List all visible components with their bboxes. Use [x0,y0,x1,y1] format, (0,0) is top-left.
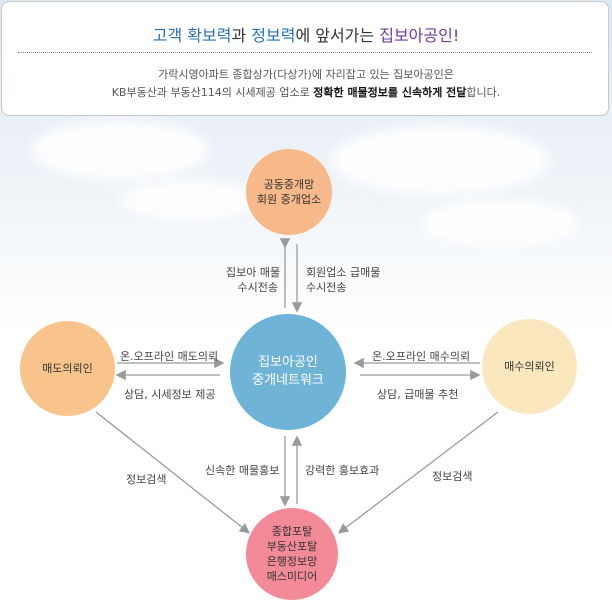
edge-label-left-bottom: 정보검색 [126,473,167,486]
node-seller: 매도의뢰인 [20,321,115,416]
headline: 고객 확보력과 정보력에 앞서가는 집보아공인! [2,22,610,46]
arrow-right-bottom [337,411,499,534]
edge-top-down-line1: 집보아 매물 [226,266,281,279]
cloud-decoration [30,120,210,180]
cloud-decoration [330,125,550,195]
headline-part3: 정보력 [251,26,296,45]
edge-label-right-bottom: 정보검색 [432,470,473,483]
edge-label-center-up: 강력한 홍보효과 [305,464,380,477]
description-emphasis: 정확한 매물정보를 신속하게 전달 [313,86,467,99]
node-center-network: 집보아공인 중개네트워크 [230,314,346,430]
edge-label-center-down: 신속한 매물홍보 [205,464,280,477]
headline-part5: 집보아공인! [379,26,460,45]
node-bottom-line2: 부동산포탈 [266,540,318,553]
description-line-1: 가락시영아파트 종합상가(다상가)에 자리잡고 있는 집보아공인은 [158,68,454,81]
cloud-decoration [120,180,260,220]
edge-label-right-out: 상담, 급매물 추천 [377,388,459,401]
edge-top-down-line2: 수시전송 [237,281,278,294]
edge-label-left-out: 상담, 시세정보 제공 [124,388,216,401]
headline-part1: 고객 확보력 [152,26,232,45]
edge-label-top-up: 회원업소 급매물 수시전송 [306,265,380,295]
node-center-line2: 중개네트워크 [252,373,324,388]
cloud-decoration [420,200,580,245]
node-top-line1: 공동중개망 [263,178,315,191]
description-line-2: KB부동산과 부동산114의 시세제공 업소로 정확한 매물정보를 신속하게 전… [2,84,610,100]
node-center-line1: 집보아공인 [258,355,318,370]
dotted-divider [18,52,592,53]
edge-label-right-in: 온.오프라인 매수의뢰 [372,350,471,363]
node-right-label: 매수의뢰인 [504,360,555,373]
node-left-label: 매도의뢰인 [42,362,93,375]
node-top-line2: 회원 중개업소 [256,193,322,206]
node-portals: 종합포탈 부동산포탈 은행정보망 매스미디어 [246,508,338,600]
node-bottom-line4: 매스미디어 [266,570,318,583]
description-line-2a: KB부동산과 부동산114의 시세제공 업소로 [111,86,314,99]
headline-part2: 과 [231,26,252,45]
node-buyer: 매수의뢰인 [482,319,577,414]
edge-label-top-down: 집보아 매물 수시전송 [226,265,281,295]
node-partner-network: 공동중개망 회원 중개업소 [246,149,332,235]
headline-part4: 에 앞서가는 [295,26,380,45]
edge-label-left-in: 온.오프라인 매도의뢰 [120,350,219,363]
node-bottom-line1: 종합포탈 [271,525,313,538]
node-bottom-line3: 은행정보망 [266,555,318,568]
intro-panel: 고객 확보력과 정보력에 앞서가는 집보아공인! 가락시영아파트 종합상가(다상… [1,1,609,116]
description-line-2c: 합니다. [466,86,501,99]
edge-top-up-line2: 수시전송 [306,281,347,294]
edge-top-up-line1: 회원업소 급매물 [306,266,381,279]
arrow-left-bottom [95,411,251,534]
